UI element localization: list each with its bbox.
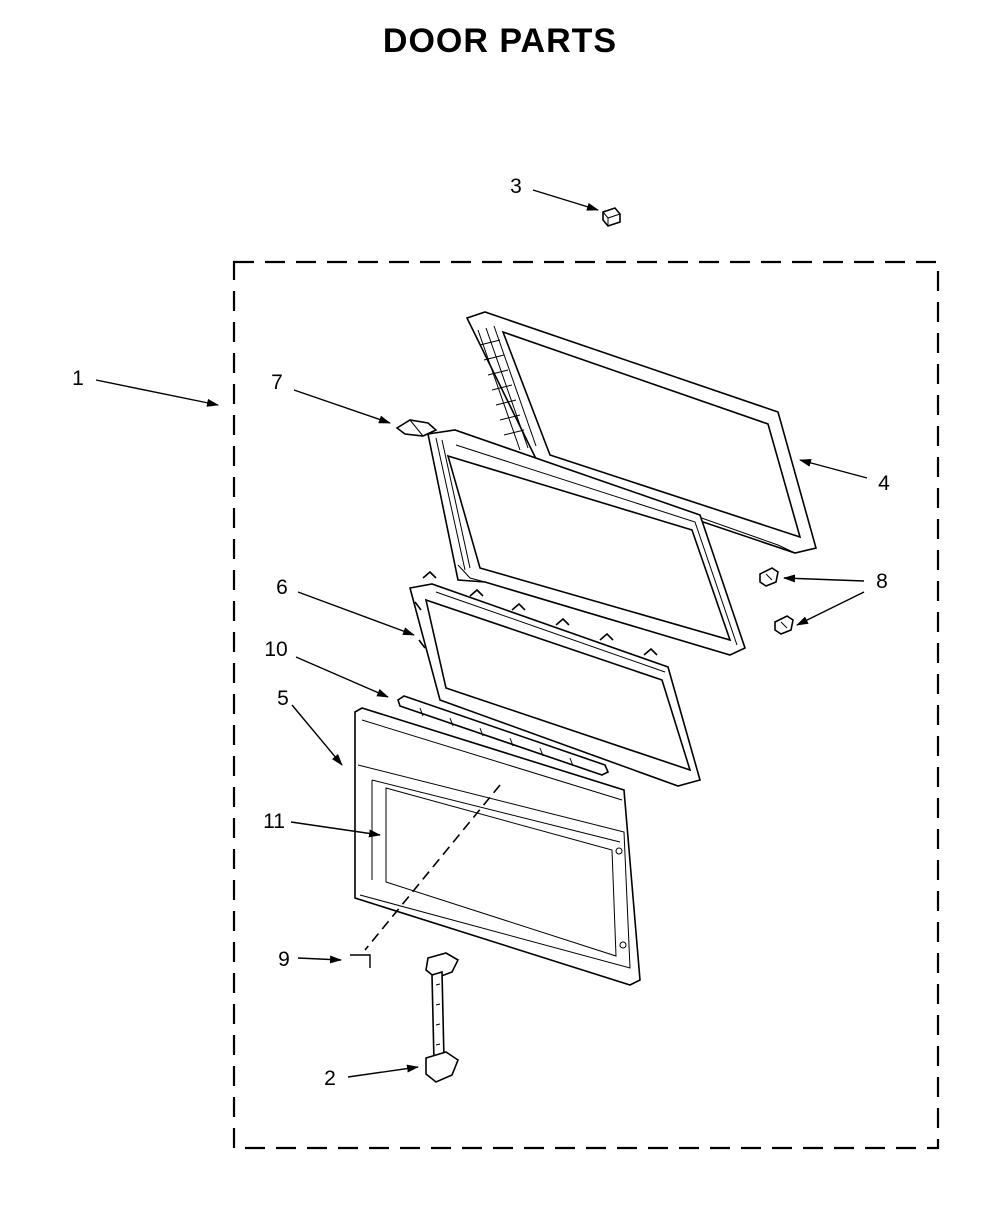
leader-8a	[783, 574, 865, 583]
callout-10: 10	[264, 638, 287, 661]
leader-4	[799, 458, 868, 479]
leader-2	[347, 1064, 419, 1078]
callout-7: 7	[271, 371, 283, 394]
callout-11: 11	[263, 810, 285, 833]
inner-door-frame	[427, 429, 746, 656]
callout-4: 4	[878, 472, 890, 495]
leader-1	[95, 379, 219, 407]
callout-3: 3	[510, 175, 522, 198]
leader-9	[297, 955, 342, 964]
callout-5: 5	[277, 687, 289, 710]
part-10-rail	[397, 695, 610, 776]
assembly-boundary	[232, 260, 940, 1150]
leader-8b	[796, 591, 865, 626]
leader-5	[291, 704, 343, 766]
part-2-handle	[425, 952, 460, 1083]
part-3-clip	[602, 207, 621, 227]
leader-3	[532, 189, 599, 211]
callout-1: 1	[72, 367, 84, 390]
callout-8: 8	[876, 570, 888, 593]
callout-9: 9	[278, 948, 290, 971]
page-title: DOOR PARTS	[382, 22, 618, 60]
callout-6: 6	[276, 576, 288, 599]
part-6-window-pack	[409, 570, 701, 787]
part-7-hinge-cover	[395, 419, 438, 437]
leader-7	[293, 389, 391, 424]
part-8-latch-hooks	[759, 567, 794, 635]
leader-lines	[95, 189, 868, 1078]
leader-11	[290, 821, 381, 838]
leader-10	[295, 656, 389, 698]
part-5-door-panel	[354, 707, 641, 986]
part-9-indicator	[350, 784, 501, 968]
callout-2: 2	[324, 1067, 336, 1090]
leader-6	[297, 591, 415, 636]
